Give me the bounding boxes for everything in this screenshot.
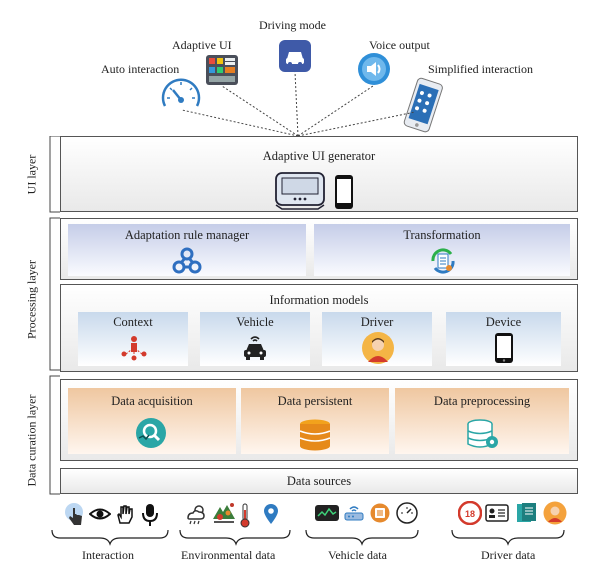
microphone-icon [140, 502, 160, 528]
hand-gesture-icon [114, 503, 136, 525]
magnifier-icon [136, 418, 166, 448]
location-pin-icon [262, 503, 280, 525]
connected-car-icon [241, 333, 269, 361]
adaptive-ui-generator-title: Adaptive UI generator [262, 149, 376, 163]
touch-icon [64, 502, 86, 528]
data-curation-box: Data acquisition Data persistent Data pr… [60, 379, 578, 461]
smartphone-icon [400, 76, 446, 136]
id-card-icon [485, 504, 509, 522]
router-icon [343, 504, 365, 522]
database-icon [298, 418, 332, 452]
dashboard-icon [314, 504, 340, 522]
data-chip-icon [370, 503, 390, 523]
category-driver-label: Driver data [481, 548, 536, 562]
gauge-icon [396, 502, 418, 524]
ui-layer-box: Adaptive UI generator [60, 136, 578, 212]
information-models-box: Information models Context Vehicle [60, 284, 578, 372]
data-preprocessing-panel: Data preprocessing [395, 388, 569, 454]
age-badge-icon: 18 [458, 501, 482, 525]
medical-record-icon [514, 501, 538, 525]
network-icon [172, 247, 202, 275]
data-preprocessing-label: Data preprocessing [433, 394, 531, 408]
car-display-icon [274, 169, 338, 211]
model-vehicle-label: Vehicle [236, 315, 274, 329]
transformation-panel: Transformation [314, 224, 570, 276]
category-vehicle-label: Vehicle data [328, 548, 387, 562]
adaptive-ui-icon [205, 54, 239, 86]
model-vehicle: Vehicle [200, 312, 310, 366]
auto-interaction-label: Auto interaction [101, 62, 180, 76]
data-persistent-panel: Data persistent [241, 388, 389, 454]
model-driver: Driver [322, 312, 432, 366]
context-icon [120, 334, 148, 362]
data-persistent-label: Data persistent [277, 394, 353, 408]
device-phone-icon [494, 332, 514, 364]
category-environmental-label: Environmental data [181, 548, 276, 562]
simplified-interaction-label: Simplified interaction [428, 62, 533, 76]
eye-icon [89, 505, 111, 523]
model-device-label: Device [485, 315, 522, 329]
adaptation-rule-manager-panel: Adaptation rule manager [68, 224, 306, 276]
transformation-icon [427, 246, 459, 276]
model-context-label: Context [113, 315, 153, 329]
weather-icon [184, 503, 208, 525]
data-acquisition-panel: Data acquisition [68, 388, 236, 454]
transformation-label: Transformation [403, 228, 481, 242]
connector-driving-mode [294, 71, 299, 137]
connector-adaptive-ui [221, 85, 299, 137]
speedometer-icon [159, 76, 203, 116]
car-icon [279, 40, 311, 72]
voice-output-label: Voice output [369, 38, 430, 52]
phone-icon [334, 174, 354, 210]
group-braces [51, 529, 565, 546]
data-sources-bar: Data sources [60, 468, 578, 494]
model-driver-label: Driver [360, 315, 394, 329]
thermometer-icon [238, 502, 252, 528]
connector-auto-interaction [181, 109, 299, 137]
speaker-icon [358, 53, 390, 85]
adaptation-rule-manager-label: Adaptation rule manager [124, 228, 250, 242]
model-device: Device [446, 312, 561, 366]
layer-brackets [49, 136, 60, 495]
information-models-title: Information models [269, 293, 369, 307]
data-sources-label: Data sources [286, 474, 352, 488]
database-gear-icon [465, 418, 501, 452]
data-acquisition-label: Data acquisition [111, 394, 193, 408]
driver-avatar-icon [362, 332, 394, 364]
adaptive-ui-label: Adaptive UI [172, 38, 232, 52]
adaptation-box: Adaptation rule manager Transformation [60, 218, 578, 280]
environment-scene-icon [210, 499, 238, 527]
driver-profile-icon [543, 501, 567, 525]
category-interaction-label: Interaction [82, 548, 134, 562]
connector-voice-output [297, 85, 374, 137]
svg-text:18: 18 [465, 509, 475, 519]
model-context: Context [78, 312, 188, 366]
driving-mode-label: Driving mode [259, 18, 326, 32]
